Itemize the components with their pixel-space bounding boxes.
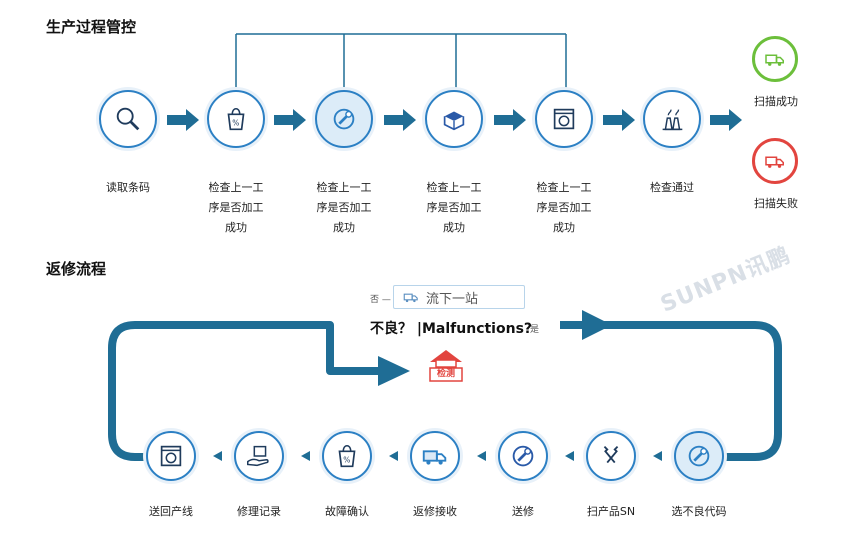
step-check-passed	[643, 90, 701, 148]
arrow-5	[603, 109, 635, 131]
inspect-label: 检测	[436, 369, 455, 379]
tools-icon	[603, 445, 619, 464]
loop-left-path	[108, 321, 392, 461]
arrow-to-inspect	[378, 356, 410, 386]
repair-label-confirm: 故障确认	[325, 505, 369, 518]
scan-success-label: 扫描成功	[754, 95, 798, 108]
step-label-read-barcode: 读取条码	[106, 181, 150, 194]
inspect-house-icon	[429, 350, 463, 382]
step-check-1: %	[207, 90, 265, 148]
scan-failure-badge	[752, 138, 798, 184]
repair-step-return-line	[146, 431, 196, 481]
production-section-title: 生产过程管控	[46, 18, 137, 36]
no-branch-label: 否 —	[370, 295, 391, 305]
repair-loop-track	[108, 310, 782, 461]
step-label-check-1: 检查上一工 序是否加工 成功	[208, 181, 264, 234]
small-arrow-2	[301, 451, 310, 461]
scan-failure-label: 扫描失败	[754, 197, 798, 210]
repair-step-confirm: %	[322, 431, 372, 481]
repair-step-record	[234, 431, 284, 481]
malfunction-question: 不良？ |Malfunctions?	[370, 321, 533, 337]
magnifier-icon	[116, 107, 140, 131]
repair-label-send: 送修	[512, 505, 534, 518]
arrow-yes	[582, 310, 612, 340]
repair-step-receive	[410, 431, 460, 481]
repair-step-scan-sn	[586, 431, 636, 481]
inspection-station: 检测	[426, 346, 466, 382]
step-label-check-4: 检查上一工 序是否加工 成功	[536, 181, 592, 234]
arrow-6	[710, 109, 742, 131]
small-arrow-1	[213, 451, 222, 461]
step-label-check-2: 检查上一工 序是否加工 成功	[316, 181, 372, 234]
arrow-3	[384, 109, 416, 131]
svg-text:%: %	[232, 119, 239, 128]
truck-icon	[765, 54, 784, 66]
open-box-icon	[443, 111, 465, 131]
truck-icon	[765, 156, 784, 168]
small-arrow-5	[565, 451, 574, 461]
truck-icon	[422, 450, 447, 465]
repair-step-defect-code	[674, 431, 724, 481]
loop-right-path	[560, 321, 782, 461]
repair-label-record: 修理记录	[237, 505, 281, 518]
box-scan-icon	[553, 108, 575, 130]
step-label-check-passed: 检查通过	[650, 181, 694, 194]
wrench-gear-icon	[512, 445, 534, 467]
repair-label-scan-sn: 扫产品SN	[586, 505, 636, 518]
step-check-3	[425, 90, 483, 148]
repair-step-send	[498, 431, 548, 481]
repair-label-receive: 返修接收	[413, 505, 457, 518]
repair-label-defect-code: 选不良代码	[671, 505, 727, 518]
small-arrow-3	[389, 451, 398, 461]
yes-branch-label: 是	[530, 325, 540, 335]
wrench-gear-icon	[333, 108, 355, 130]
box-scan-icon	[160, 445, 182, 467]
small-arrow-4	[477, 451, 486, 461]
bracket-connector	[235, 33, 567, 90]
arrow-1	[167, 109, 199, 131]
shopping-bag-icon: %	[338, 444, 356, 468]
step-label-check-3: 检查上一工 序是否加工 成功	[426, 181, 482, 234]
shopping-bag-icon: %	[227, 107, 245, 131]
svg-text:%: %	[343, 456, 350, 465]
arrow-2	[274, 109, 306, 131]
repair-label-return-line: 送回产线	[149, 505, 193, 518]
step-check-4	[535, 90, 593, 148]
step-check-2	[315, 90, 373, 148]
repair-section-title: 返修流程	[46, 260, 107, 278]
repair-flow-arrows	[213, 451, 662, 461]
arrow-4	[494, 109, 526, 131]
factory-icon	[662, 109, 683, 131]
step-read-barcode	[99, 90, 157, 148]
next-station-label: 流下一站	[426, 291, 479, 307]
scan-success-badge	[752, 36, 798, 82]
wrench-gear-icon	[688, 445, 710, 467]
next-station-box: 流下一站	[393, 285, 525, 309]
top-flow-arrows	[167, 109, 742, 131]
hand-box-icon	[247, 445, 269, 467]
truck-icon	[403, 293, 418, 303]
small-arrow-6	[653, 451, 662, 461]
